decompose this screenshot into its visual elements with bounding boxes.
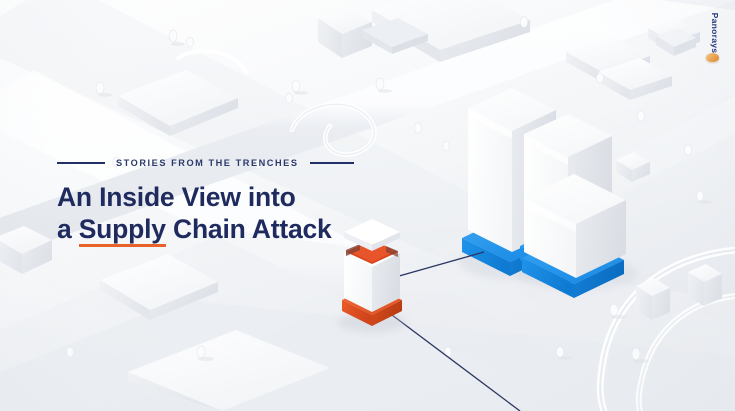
headline-underlined-word: Supply (78, 213, 166, 247)
page-title: An Inside View into a Supply Chain Attac… (57, 182, 457, 247)
logo-wordmark: Panorays (710, 12, 720, 54)
block-cube-b (0, 226, 52, 274)
block-thin-right-b (688, 264, 722, 306)
node-lifted-lid (344, 219, 400, 251)
tower-short (522, 174, 626, 298)
block-thin-right-a (636, 278, 670, 320)
logo-mark-icon (706, 53, 719, 62)
block-plateau-bottom-left (128, 330, 330, 411)
curved-roads (596, 246, 735, 411)
eyebrow-label: STORIES FROM THE TRENCHES (116, 158, 299, 168)
eyebrow-row: STORIES FROM THE TRENCHES (57, 155, 457, 171)
block-slab-center-left (100, 254, 218, 320)
headline-line-1: An Inside View into (57, 182, 296, 212)
curved-road-small (176, 49, 248, 74)
hero-text-block: STORIES FROM THE TRENCHES An Inside View… (57, 155, 457, 247)
eyebrow-rule-right (309, 162, 354, 164)
headline-line-2-prefix: a (57, 213, 79, 244)
block-pad-a (362, 18, 428, 54)
panorays-logo[interactable]: Panorays (695, 8, 729, 70)
block-slab-left (118, 70, 238, 136)
headline-line-2-suffix: Chain Attack (165, 213, 332, 244)
block-cube-d (656, 28, 696, 56)
block-pad-right (598, 58, 672, 100)
eyebrow-rule-left (57, 162, 105, 164)
curved-road-loop (289, 102, 377, 157)
block-cube-c (616, 152, 650, 182)
